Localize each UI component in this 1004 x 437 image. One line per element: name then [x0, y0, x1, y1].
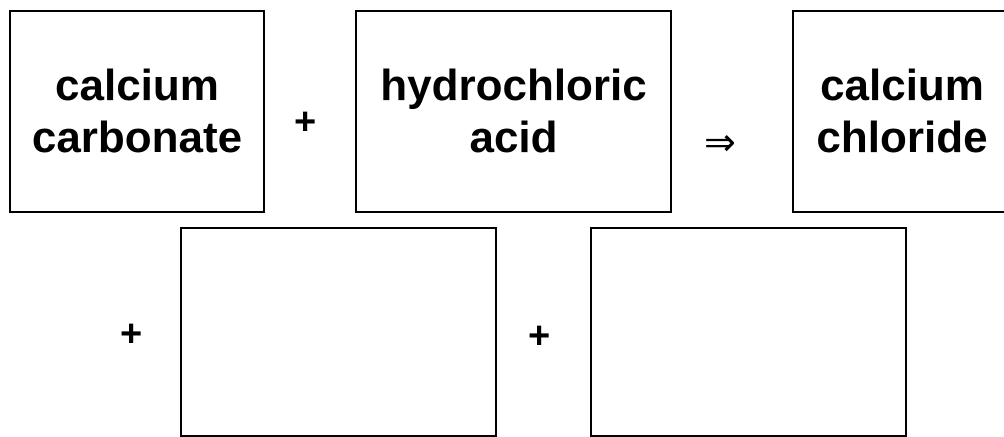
plus-operator: +	[528, 315, 551, 357]
product-box-blank	[590, 227, 907, 437]
reactant-box-hydrochloric-acid: hydrochloric acid	[355, 10, 672, 213]
label-line: acid	[469, 112, 558, 162]
product-box-blank	[180, 227, 497, 437]
reactant-label: calcium carbonate	[32, 60, 242, 164]
label-line: calcium	[820, 60, 984, 110]
reactant-label: hydrochloric acid	[380, 60, 647, 164]
plus-operator: +	[120, 313, 143, 355]
product-box-calcium-chloride: calcium chloride	[792, 10, 1004, 213]
label-line: chloride	[816, 112, 988, 162]
plus-operator: +	[294, 101, 317, 143]
label-line: calcium	[55, 60, 219, 110]
reactant-box-calcium-carbonate: calcium carbonate	[9, 10, 265, 213]
label-line: hydrochloric	[380, 60, 647, 110]
product-label: calcium chloride	[816, 60, 987, 164]
yields-arrow-icon: ⇒	[704, 120, 736, 164]
label-line: carbonate	[31, 112, 243, 162]
